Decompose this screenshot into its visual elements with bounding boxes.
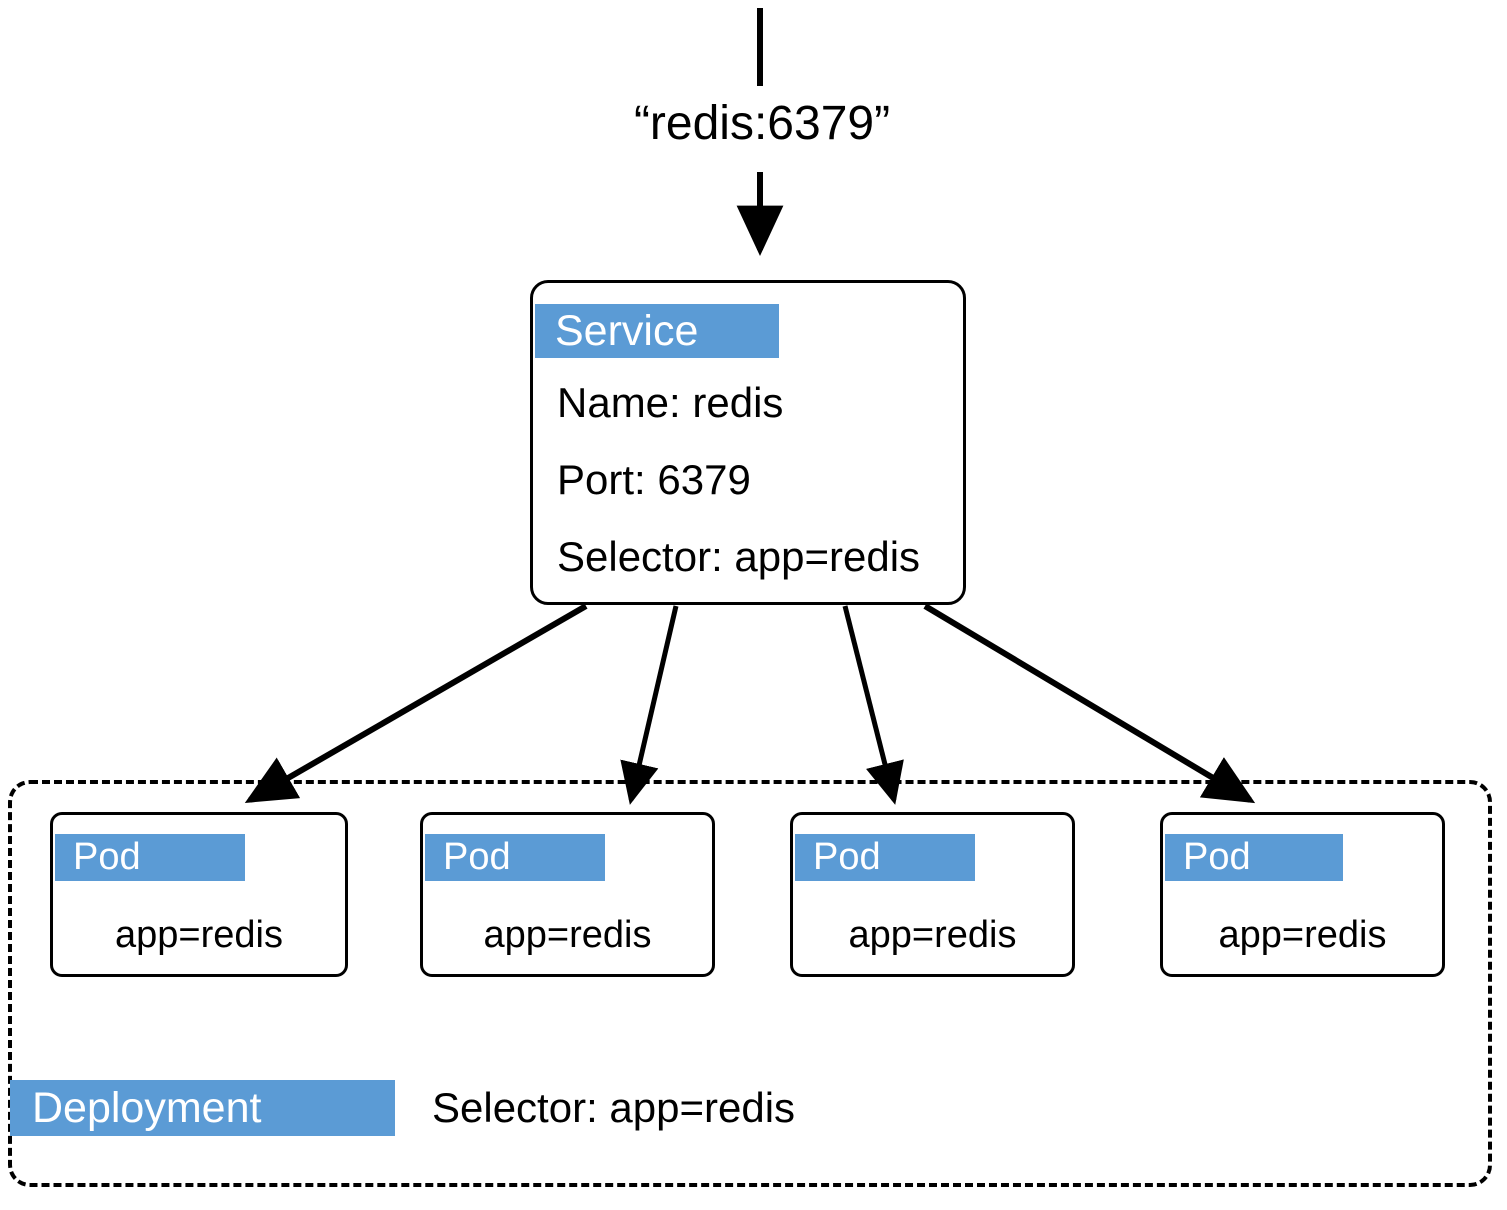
pod-label-1: app=redis	[115, 914, 283, 956]
service-port-row: Port: 6379	[557, 456, 751, 503]
service-to-pod-1-arrow	[244, 603, 588, 804]
pod-card-2: Pod app=redis	[420, 812, 715, 977]
service-to-pod-4-arrow	[923, 603, 1256, 804]
pod-label-3: app=redis	[848, 914, 1017, 956]
pod-badge-4: Pod	[1165, 834, 1343, 881]
ingress-endpoint-label: “redis:6379”	[633, 97, 891, 150]
deployment-badge: Deployment	[10, 1080, 395, 1136]
service-card: Service Name: redis Port: 6379 Selector:…	[530, 280, 966, 605]
pod-badge-1: Pod	[55, 834, 245, 881]
pod-label-2: app=redis	[483, 914, 652, 956]
deployment-boundary	[8, 780, 1492, 1187]
pod-card-4: Pod app=redis	[1160, 812, 1445, 977]
pod-badge-3: Pod	[795, 834, 975, 881]
pod-label-4: app=redis	[1218, 914, 1387, 956]
pod-card-1: Pod app=redis	[50, 812, 348, 977]
service-name-row: Name: redis	[557, 379, 784, 426]
pod-badge-2: Pod	[425, 834, 605, 881]
pod-card-3: Pod app=redis	[790, 812, 1075, 977]
service-to-pod-3-arrow	[842, 605, 904, 805]
service-badge: Service	[535, 304, 779, 358]
service-to-pod-2-arrow	[620, 605, 679, 805]
service-selector-row: Selector: app=redis	[557, 533, 921, 580]
service-details: Name: redis Port: 6379 Selector: app=red…	[557, 379, 953, 610]
deployment-selector-label: Selector: app=redis	[432, 1084, 796, 1131]
